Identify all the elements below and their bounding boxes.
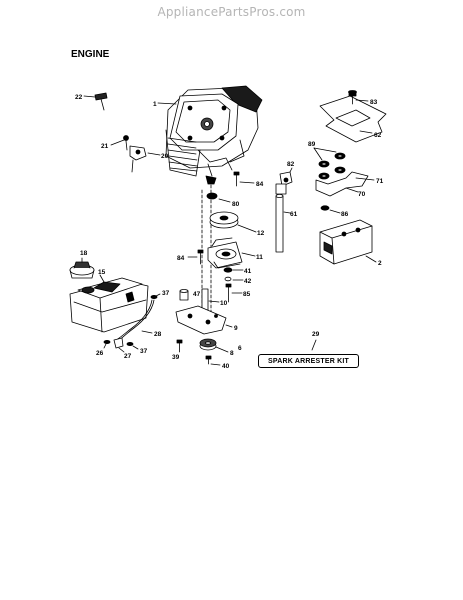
- clamp-37a: [150, 293, 161, 299]
- nut-86: [320, 205, 341, 214]
- sleeve-10: [201, 288, 220, 311]
- callout-84a: 84: [256, 181, 264, 188]
- callout-89: 89: [308, 141, 316, 148]
- bolt-85: [225, 283, 243, 303]
- fuel-tank-15: [69, 274, 149, 333]
- fitting-26: [103, 339, 111, 349]
- bolt-40: [205, 355, 221, 366]
- callout-1: 1: [153, 101, 157, 108]
- pulley-12: [209, 211, 257, 233]
- washer-80: [206, 192, 231, 203]
- callout-84b: 84: [177, 255, 185, 262]
- callout-62: 62: [374, 132, 382, 139]
- callout-41: 41: [244, 268, 252, 275]
- bolt-22: [83, 92, 108, 111]
- throttle-bracket-20: [110, 135, 161, 173]
- callout-labels: 1 2 6 8 9 10 11 12 15 18 20 21 22 26 27 …: [75, 94, 384, 370]
- watermark: AppliancePartsPros.com: [157, 5, 306, 19]
- callout-61: 61: [290, 211, 298, 218]
- callout-71: 71: [376, 178, 384, 185]
- callout-40: 40: [222, 363, 230, 370]
- callout-11: 11: [256, 254, 263, 261]
- callout-26: 26: [96, 350, 104, 357]
- callout-80: 80: [232, 201, 240, 208]
- muffler-2: [319, 219, 377, 265]
- tube-61: [275, 193, 291, 253]
- callout-9: 9: [234, 325, 238, 332]
- callout-47: 47: [193, 291, 201, 298]
- engine-block: [157, 85, 263, 185]
- screw-83: [348, 90, 369, 105]
- idler-pulley-6: [199, 338, 229, 353]
- callout-29: 29: [312, 331, 320, 338]
- callout-37a: 37: [162, 290, 170, 297]
- bracket-9: [175, 305, 233, 335]
- pipe-71: [355, 177, 375, 181]
- callout-28: 28: [154, 331, 162, 338]
- filter-27: [113, 337, 125, 353]
- bracket-82: [275, 167, 293, 195]
- screw-84a: [233, 171, 255, 187]
- spacer-47: [179, 289, 189, 301]
- exhaust-bracket-70: [315, 171, 369, 197]
- callout-20: 20: [161, 153, 169, 160]
- screw-84b: [187, 249, 204, 265]
- heat-shield-62: [319, 95, 387, 143]
- washer-41: [223, 267, 244, 273]
- callout-8: 8: [230, 350, 234, 357]
- callout-27: 27: [124, 353, 132, 360]
- spark-arrester-kit-label: SPARK ARRESTER KIT: [258, 354, 359, 368]
- clutch-11: [207, 237, 256, 269]
- gaskets-89: [313, 147, 346, 180]
- callout-42: 42: [244, 278, 252, 285]
- callout-83: 83: [370, 99, 378, 106]
- diagram-title: ENGINE: [71, 49, 110, 60]
- callout-22: 22: [75, 94, 83, 101]
- callout-70: 70: [358, 191, 366, 198]
- callout-21: 21: [101, 143, 109, 150]
- callout-18: 18: [80, 250, 88, 257]
- callout-6: 6: [238, 345, 242, 352]
- callout-85: 85: [243, 291, 251, 298]
- callout-10: 10: [220, 300, 228, 307]
- callout-86: 86: [341, 211, 349, 218]
- callout-37b: 37: [140, 348, 148, 355]
- callout-12: 12: [257, 230, 265, 237]
- callout-2: 2: [378, 260, 382, 267]
- fuel-cap-18: [69, 257, 95, 279]
- bolt-39: [176, 339, 183, 353]
- spacer-42: [224, 276, 244, 282]
- clamp-37b: [126, 341, 139, 350]
- callout-15: 15: [98, 269, 106, 276]
- callout-39: 39: [172, 354, 180, 361]
- callout-82: 82: [287, 161, 295, 168]
